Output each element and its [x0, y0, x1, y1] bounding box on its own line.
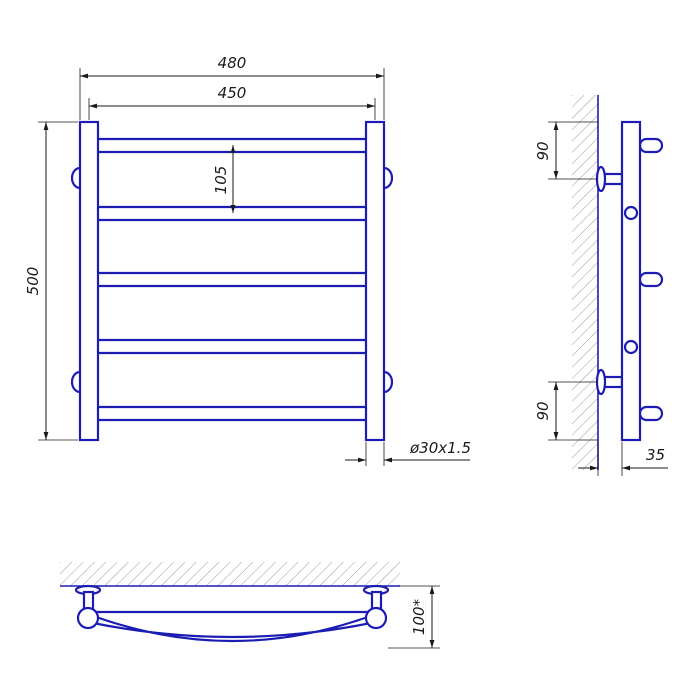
side-view: 90 90 35	[534, 95, 668, 476]
dim-label-height: 500	[24, 267, 42, 296]
top-rung-curve	[86, 612, 378, 643]
dim-label-bottom-mount: 90	[534, 401, 552, 420]
top-view: 100*	[60, 562, 440, 649]
mount-bottom-flange	[595, 368, 607, 396]
rungs	[90, 137, 374, 422]
rung-4	[90, 338, 374, 355]
dim-tube: ø30x1.5	[345, 439, 471, 466]
side-rung-2	[638, 271, 664, 288]
dim-top-mount: 90	[534, 121, 598, 180]
side-post	[620, 120, 642, 442]
dim-label-rung-spacing: 105	[212, 166, 230, 195]
dim-wall-offset: 35	[578, 442, 668, 476]
front-view: 480 450 105 500 ø30x1.5	[24, 54, 471, 466]
mount-top-flange	[595, 165, 607, 193]
rung-3	[90, 271, 374, 288]
rung-1	[90, 137, 374, 154]
dim-label-top-mount: 90	[534, 141, 552, 160]
wall-hatch-side	[572, 95, 598, 470]
rung-5	[90, 405, 374, 422]
right-post	[364, 120, 386, 442]
dim-label-between-posts: 450	[218, 84, 247, 102]
dim-label-depth: 100*	[410, 598, 428, 635]
dim-rung-spacing: 105	[212, 145, 236, 213]
dim-overall-width: 480	[79, 54, 385, 120]
side-rung-end-2	[623, 205, 639, 221]
dim-between-posts: 450	[88, 84, 376, 120]
rung-2	[90, 205, 374, 222]
wall-hatch-top	[60, 562, 400, 586]
dim-label-tube: ø30x1.5	[409, 439, 471, 457]
top-post-right	[364, 606, 388, 630]
dim-height: 500	[24, 121, 78, 441]
dim-depth: 100*	[388, 585, 440, 649]
top-post-left	[76, 606, 100, 630]
side-rung-1	[638, 137, 664, 154]
dim-bottom-mount: 90	[534, 381, 598, 441]
dim-label-overall-width: 480	[218, 54, 247, 72]
side-rung-3	[638, 405, 664, 422]
dim-label-wall-offset: 35	[646, 446, 665, 464]
left-post	[78, 120, 100, 442]
side-rung-end-4	[623, 339, 639, 355]
